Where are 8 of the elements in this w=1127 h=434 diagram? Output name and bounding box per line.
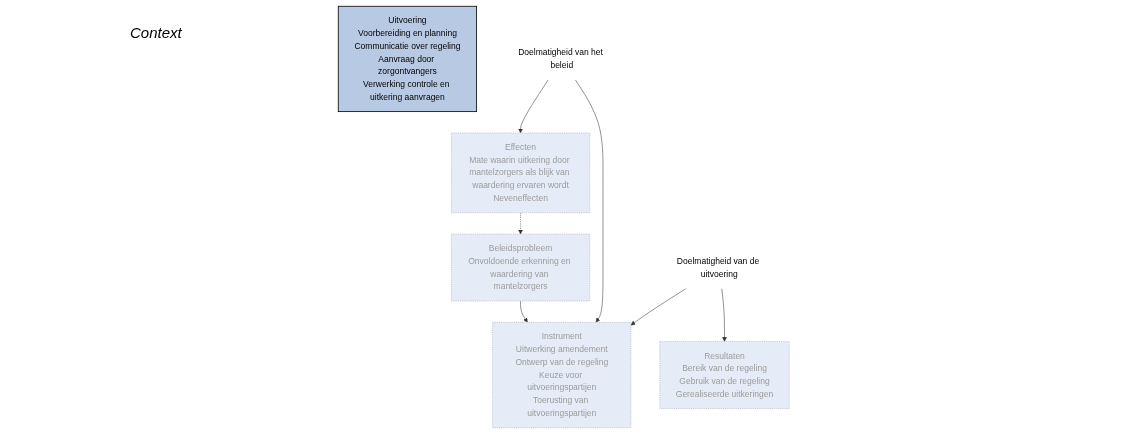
context-label: Context <box>130 24 182 41</box>
node-box: Beleidsprobleem Onvoldoende erkenning en waardering van mantelzorgers <box>450 233 590 302</box>
node-box: Effecten Mate waarin uitkering door mantelzorgers als blijk van waardering ervaren wordt Neveneffecten <box>450 132 590 213</box>
node-box: Instrument Uitwerking amendement Ontwerp van de regeling Keuze voor uitvoeringspartijen Toerusting van uitvoeringspartijen <box>492 322 631 428</box>
node-text: Doelmatigheid van het beleid <box>517 47 603 70</box>
node-box: Resultaten Bereik van de regeling Gebruik van de regeling Gerealiseerde uitkeringen <box>659 341 790 409</box>
node-box: Uitvoering Voorbereiding en planning Communicatie over regeling Aanvraag door zorgontvangers Verwerking controle en uitkering aanvragen <box>337 5 477 113</box>
node-text: Doelmatigheid van de uitvoering <box>676 256 759 279</box>
